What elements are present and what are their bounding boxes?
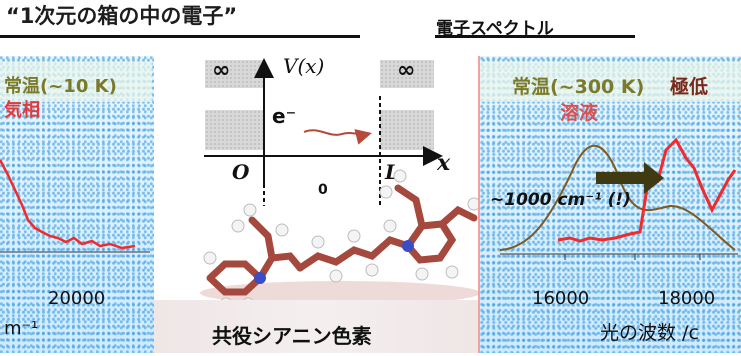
left-header-strip bbox=[0, 62, 152, 102]
x-axis-label: x bbox=[437, 150, 451, 176]
right-wall-top bbox=[380, 60, 434, 88]
right-tick-16000: 16000 bbox=[532, 288, 590, 309]
molecule-shadow bbox=[200, 281, 480, 305]
left-temp-label: 常温(~10 K) bbox=[4, 76, 117, 97]
inf-right-label: ∞ bbox=[397, 58, 416, 83]
right-axis-label: 光の波数 /c bbox=[600, 322, 699, 344]
left-spectrum-plot bbox=[0, 159, 150, 253]
electron-path bbox=[303, 129, 372, 145]
electron-label: e⁻ bbox=[272, 104, 297, 128]
title-rule-right bbox=[435, 35, 635, 38]
left-phase-label: 気相 bbox=[4, 100, 40, 121]
shift-arrow bbox=[596, 162, 664, 194]
left-unit-label: m⁻¹ bbox=[4, 318, 39, 339]
title-left: “1次元の箱の中の電子” bbox=[6, 4, 238, 28]
cyanine-molecule bbox=[200, 169, 480, 308]
right-spectrum-plot bbox=[499, 137, 738, 260]
hydrogen-atoms bbox=[203, 169, 480, 308]
right-phase-label: 溶液 bbox=[560, 102, 599, 124]
left-tick-20000: 20000 bbox=[48, 288, 106, 309]
right-spectrum-panel bbox=[478, 56, 741, 353]
left-spectrum-panel bbox=[0, 56, 156, 353]
left-wall-bottom bbox=[205, 110, 265, 150]
right-header-strip bbox=[480, 62, 741, 102]
molecule-caption-band bbox=[154, 300, 479, 353]
right-wall-bottom bbox=[380, 110, 434, 150]
title-rule-left bbox=[0, 35, 360, 38]
well-axes bbox=[204, 58, 443, 206]
title-right: 電子スペクトル bbox=[436, 19, 554, 39]
left-spectrum-curve bbox=[0, 159, 136, 250]
nitrogen-atoms bbox=[254, 240, 414, 284]
right-ring bbox=[394, 184, 478, 264]
inf-left-label: ∞ bbox=[212, 58, 231, 83]
origin-label: O bbox=[232, 160, 250, 184]
molecule-caption: 共役シアニン色素 bbox=[212, 324, 372, 348]
polymethine-chain bbox=[296, 236, 412, 272]
right-temp-label-2: 極低 bbox=[670, 76, 709, 98]
right-temp-label: 常温(~300 K) bbox=[512, 76, 645, 98]
potential-label: V(x) bbox=[283, 54, 325, 78]
zero-label: 0 bbox=[318, 182, 328, 198]
right-tick-18000: 18000 bbox=[658, 288, 716, 309]
shift-annotation: ~1000 cm⁻¹ (!) bbox=[490, 190, 631, 210]
